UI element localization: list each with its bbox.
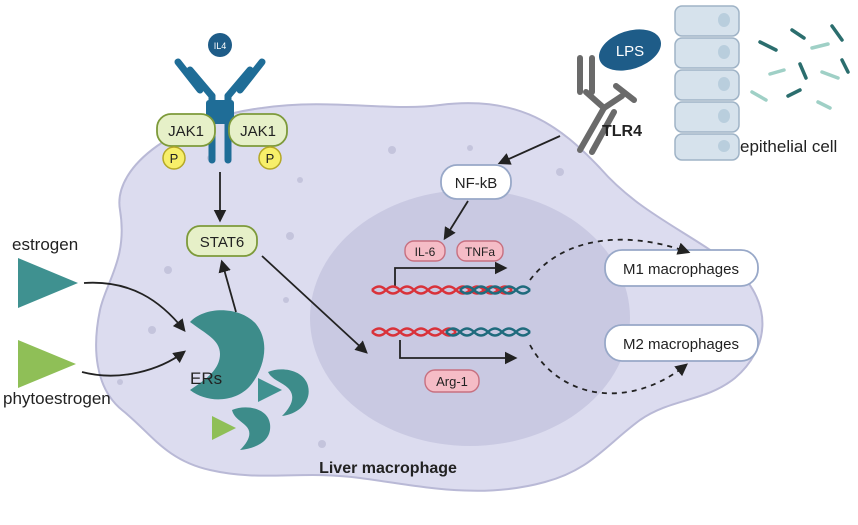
stat6-box xyxy=(186,225,258,257)
estrogen-triangle xyxy=(18,258,78,308)
il6-pill xyxy=(404,240,446,262)
dna-helix-1 xyxy=(371,285,531,295)
jak1-right-box xyxy=(228,113,288,147)
arg1-pill xyxy=(424,369,480,393)
il4-ligand xyxy=(208,33,232,57)
dashed-arrow-m2 xyxy=(529,344,688,395)
epithelial-nuclei xyxy=(718,13,730,152)
jak1-right-label: JAK1 xyxy=(240,123,276,140)
m2-label: M2 macrophages xyxy=(623,336,739,353)
stat6-label: STAT6 xyxy=(200,234,244,251)
transcription-arrow-1 xyxy=(394,261,508,288)
lps-label: LPS xyxy=(616,43,644,60)
lps-ellipse xyxy=(599,29,661,71)
tlr4-receptor xyxy=(577,55,637,155)
arrow-estrogen-to-ers xyxy=(83,281,186,332)
phytoestrogen-label: phytoestrogen xyxy=(3,389,111,408)
liver-macrophage-label: Liver macrophage xyxy=(319,460,457,477)
er-receptor-large xyxy=(190,310,265,400)
er-receptor-mid xyxy=(268,369,309,416)
ers-label: ERs xyxy=(190,369,222,388)
er-ligand-phyto xyxy=(212,416,236,440)
bacteria-icon xyxy=(750,24,850,110)
arrow-ers-to-stat6 xyxy=(218,259,237,313)
tnfa-label: TNFa xyxy=(465,245,495,259)
tnfa-pill xyxy=(456,240,504,262)
m1-label: M1 macrophages xyxy=(623,261,739,278)
transcription-arrow-2 xyxy=(399,340,518,365)
estrogen-label: estrogen xyxy=(12,235,78,254)
phospho-right xyxy=(258,146,282,170)
il6-label: IL-6 xyxy=(415,245,436,259)
phospho-left xyxy=(162,146,186,170)
er-ligand-estrogen xyxy=(258,378,282,402)
phospho-left-label: P xyxy=(170,151,179,166)
nucleus xyxy=(310,190,630,446)
arrow-phyto-to-ers xyxy=(81,350,187,377)
tlr4-label: TLR4 xyxy=(602,123,642,140)
il4-label: IL4 xyxy=(214,41,227,51)
dna-helix-2 xyxy=(371,327,531,337)
epithelial-label: epithelial cell xyxy=(740,137,837,156)
il4-receptor-base xyxy=(206,100,234,124)
phytoestrogen-triangle xyxy=(18,340,76,388)
jak1-left-box xyxy=(156,113,216,147)
arrow-stat6-to-nucleus xyxy=(261,255,368,354)
arrow-tlr4-to-nfkb xyxy=(497,135,561,165)
m2-box xyxy=(604,324,759,362)
arrow-nfkb-to-cytokines xyxy=(443,200,469,241)
arg1-label: Arg-1 xyxy=(436,374,468,389)
phospho-right-label: P xyxy=(266,151,275,166)
er-receptor-small xyxy=(232,407,271,450)
nfkb-label: NF-kB xyxy=(455,175,498,192)
nfkb-box xyxy=(440,164,512,200)
jak1-left-label: JAK1 xyxy=(168,123,204,140)
